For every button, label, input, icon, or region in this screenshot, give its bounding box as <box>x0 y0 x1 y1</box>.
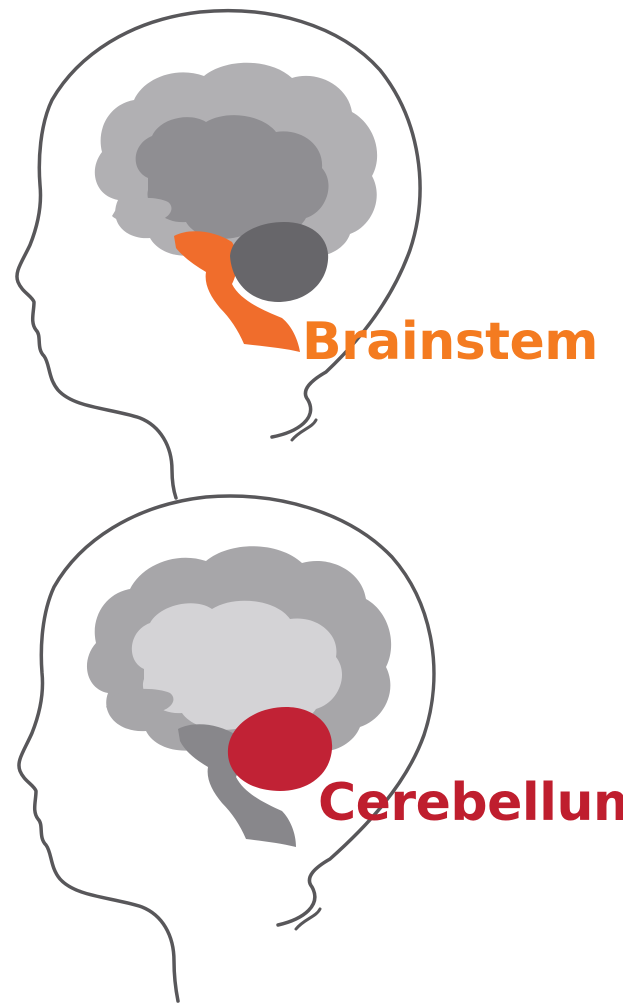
cerebellum-diagram: Cerebellum <box>0 485 623 1003</box>
cerebellum-shape <box>230 222 328 302</box>
cerebellum-label: Cerebellum <box>318 777 623 829</box>
brainstem-label: Brainstem <box>302 316 598 368</box>
head-brain-illustration <box>0 485 623 1003</box>
head-brain-illustration <box>0 0 623 500</box>
brainstem-diagram: Brainstem <box>0 0 623 500</box>
